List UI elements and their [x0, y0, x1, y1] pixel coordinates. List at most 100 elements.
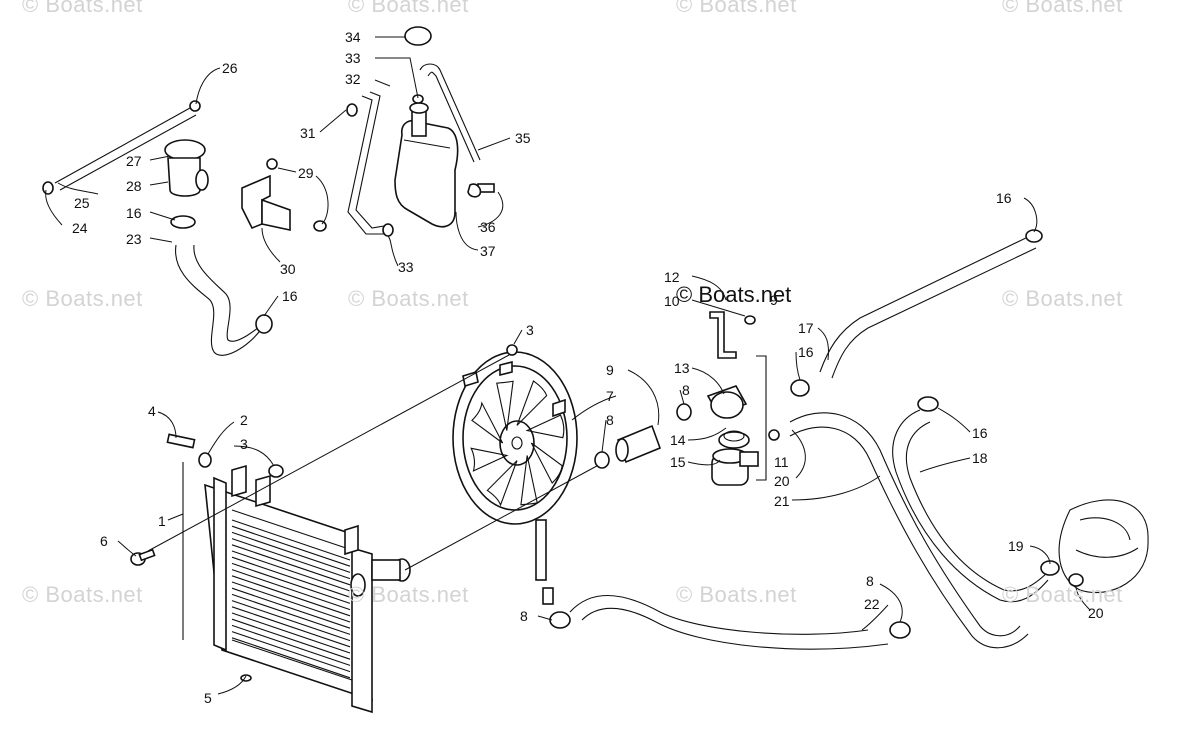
callout-35: 35	[515, 130, 531, 146]
callout-33: 33	[345, 50, 361, 66]
callout-13: 13	[674, 360, 690, 376]
callout-37: 37	[480, 243, 496, 259]
watermark: © Boats.net	[1002, 0, 1123, 17]
callout-5: 5	[204, 690, 212, 706]
radiator-fin	[231, 562, 351, 604]
callout-14: 14	[670, 432, 686, 448]
leader-lines	[45, 36, 1091, 695]
radiator-fin	[231, 587, 351, 629]
callout-8-b: 8	[606, 412, 614, 428]
watermark: © Boats.net	[348, 286, 469, 311]
radiator-fin	[231, 519, 351, 561]
callout-22: 22	[864, 596, 880, 612]
radiator-cap-filler	[164, 139, 209, 229]
radiator-fin	[231, 525, 351, 567]
water-pump	[1040, 499, 1149, 594]
radiator-fin	[231, 637, 351, 679]
callout-20-b: 20	[1088, 605, 1104, 621]
fan-blade	[525, 414, 565, 439]
watermark: © Boats.net	[1002, 582, 1123, 607]
fan-blade	[520, 455, 538, 506]
callout-4: 4	[148, 403, 156, 419]
fan-blade	[496, 380, 514, 431]
radiator-fin	[231, 581, 351, 623]
callout-7: 7	[606, 388, 614, 404]
callout-16-c: 16	[996, 190, 1012, 206]
radiator-fin	[231, 624, 351, 666]
watermark: © Boats.net	[22, 286, 143, 311]
callout-6: 6	[100, 533, 108, 549]
callout-1: 1	[158, 513, 166, 529]
callout-21: 21	[774, 493, 790, 509]
radiator-fin	[231, 569, 351, 611]
callout-9: 9	[606, 362, 614, 378]
callout-27: 27	[126, 153, 142, 169]
mounting-bracket	[241, 158, 327, 232]
callout-30: 30	[280, 261, 296, 277]
radiator-fin	[231, 606, 351, 648]
fan-blade	[530, 442, 563, 484]
callout-16-b: 16	[282, 288, 298, 304]
callout-15: 15	[670, 454, 686, 470]
watermark: © Boats.net	[22, 0, 143, 17]
callout-16-e: 16	[972, 425, 988, 441]
callout-16-d: 16	[798, 344, 814, 360]
callout-numbers: 34 33 32 31 35 36 37 33 26 27 28 25 24 1…	[72, 29, 1104, 706]
cooling-fan	[452, 344, 578, 605]
callout-29: 29	[298, 165, 314, 181]
callout-16-a: 16	[126, 205, 142, 221]
watermark: © Boats.net	[22, 582, 143, 607]
radiator-fin	[231, 556, 351, 598]
callout-18: 18	[972, 450, 988, 466]
callout-24: 24	[72, 220, 88, 236]
callout-31: 31	[300, 125, 316, 141]
radiator-fin	[231, 593, 351, 635]
radiator-fin	[231, 550, 351, 592]
callout-20-a: 20	[774, 473, 790, 489]
callout-33-lower: 33	[398, 259, 414, 275]
callout-23: 23	[126, 231, 142, 247]
fan-blade	[516, 380, 548, 426]
watermark: © Boats.net	[676, 0, 797, 17]
callout-17: 17	[798, 320, 814, 336]
radiator-fin	[231, 618, 351, 660]
coolant-reservoir	[394, 26, 495, 228]
callout-8-a: 8	[682, 382, 690, 398]
callout-19: 19	[1008, 538, 1024, 554]
callout-2: 2	[240, 412, 248, 428]
radiator-fin	[231, 600, 351, 642]
radiator-bolt	[130, 433, 284, 566]
callout-26: 26	[222, 60, 238, 76]
callout-34: 34	[345, 29, 361, 45]
callout-32: 32	[345, 71, 361, 87]
fan-blade	[470, 447, 509, 472]
radiator-fin	[231, 631, 351, 673]
callout-11: 11	[774, 454, 789, 470]
radiator-fin	[231, 575, 351, 617]
callout-36: 36	[480, 219, 496, 235]
watermark-dark: © Boats.net	[676, 282, 792, 307]
radiator-fin	[231, 544, 351, 586]
callout-28: 28	[126, 178, 142, 194]
fan-blade	[471, 401, 504, 444]
radiator-fin	[231, 612, 351, 654]
callout-9-upper: 9	[770, 292, 778, 308]
callout-8-c: 8	[866, 573, 874, 589]
thermostat-housing	[706, 311, 780, 486]
callout-12: 12	[664, 269, 680, 285]
radiator-fin	[231, 531, 351, 573]
watermark: © Boats.net	[348, 582, 469, 607]
radiator-fin	[231, 538, 351, 580]
hose-coupler	[594, 403, 692, 469]
callout-3-a: 3	[526, 322, 534, 338]
watermark: © Boats.net	[348, 0, 469, 17]
fan-blade	[486, 460, 518, 507]
callout-3-b: 3	[240, 436, 248, 452]
watermark: © Boats.net	[1002, 286, 1123, 311]
watermark: © Boats.net	[676, 582, 797, 607]
radiator	[204, 464, 411, 714]
callout-10: 10	[664, 293, 680, 309]
callout-8-d: 8	[520, 608, 528, 624]
callout-25: 25	[74, 195, 90, 211]
